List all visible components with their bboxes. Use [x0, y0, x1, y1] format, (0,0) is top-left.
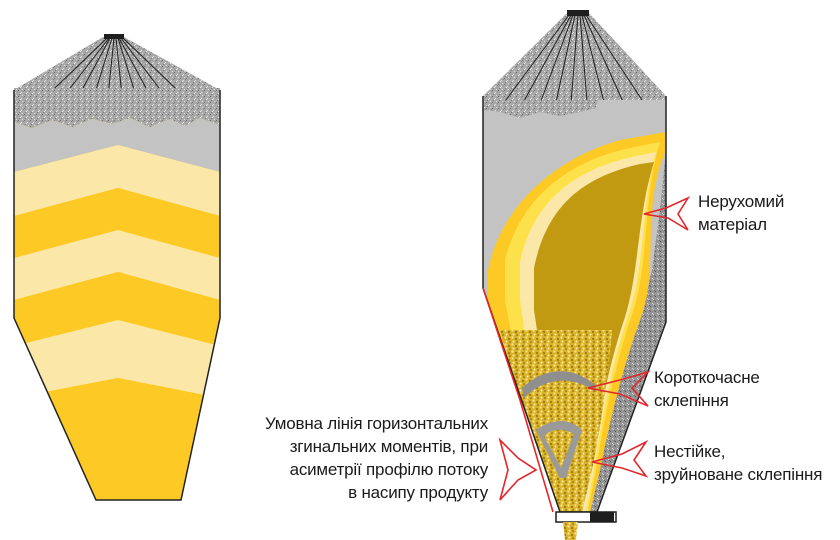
label-short-term-arch-line1: Короткочасне: [654, 366, 760, 389]
label-stationary-material-line2: матеріал: [698, 213, 784, 236]
left-layer-6: [14, 378, 220, 520]
label-short-term-arch: Короткочасне склепіння: [654, 366, 760, 412]
label-moment-line-line1: Умовна лінія горизонтальних: [265, 412, 488, 435]
discharge-stream: [563, 522, 578, 540]
label-moment-line-line4: в насипу продукту: [265, 481, 488, 504]
label-stationary-material-line1: Нерухомий: [698, 190, 784, 213]
label-short-term-arch-line2: склепіння: [654, 389, 760, 412]
label-moment-line: Умовна лінія горизонтальних згинальних м…: [265, 412, 488, 504]
right-silo: [470, 10, 680, 540]
label-moment-line-line3: асиметрії профілю потоку: [265, 458, 488, 481]
left-silo: [0, 34, 240, 520]
left-top-granular: [14, 88, 220, 128]
label-unstable-arch: Нестійке, зруйноване склепіння: [654, 440, 822, 486]
arrow-moment-line: [500, 440, 536, 500]
left-roof-cap: [104, 34, 124, 39]
right-roof-cap: [567, 10, 589, 16]
label-unstable-arch-line2: зруйноване склепіння: [654, 463, 822, 486]
label-moment-line-line2: згинальних моментів, при: [265, 435, 488, 458]
label-unstable-arch-line1: Нестійке,: [654, 440, 822, 463]
label-stationary-material: Нерухомий матеріал: [698, 190, 784, 236]
